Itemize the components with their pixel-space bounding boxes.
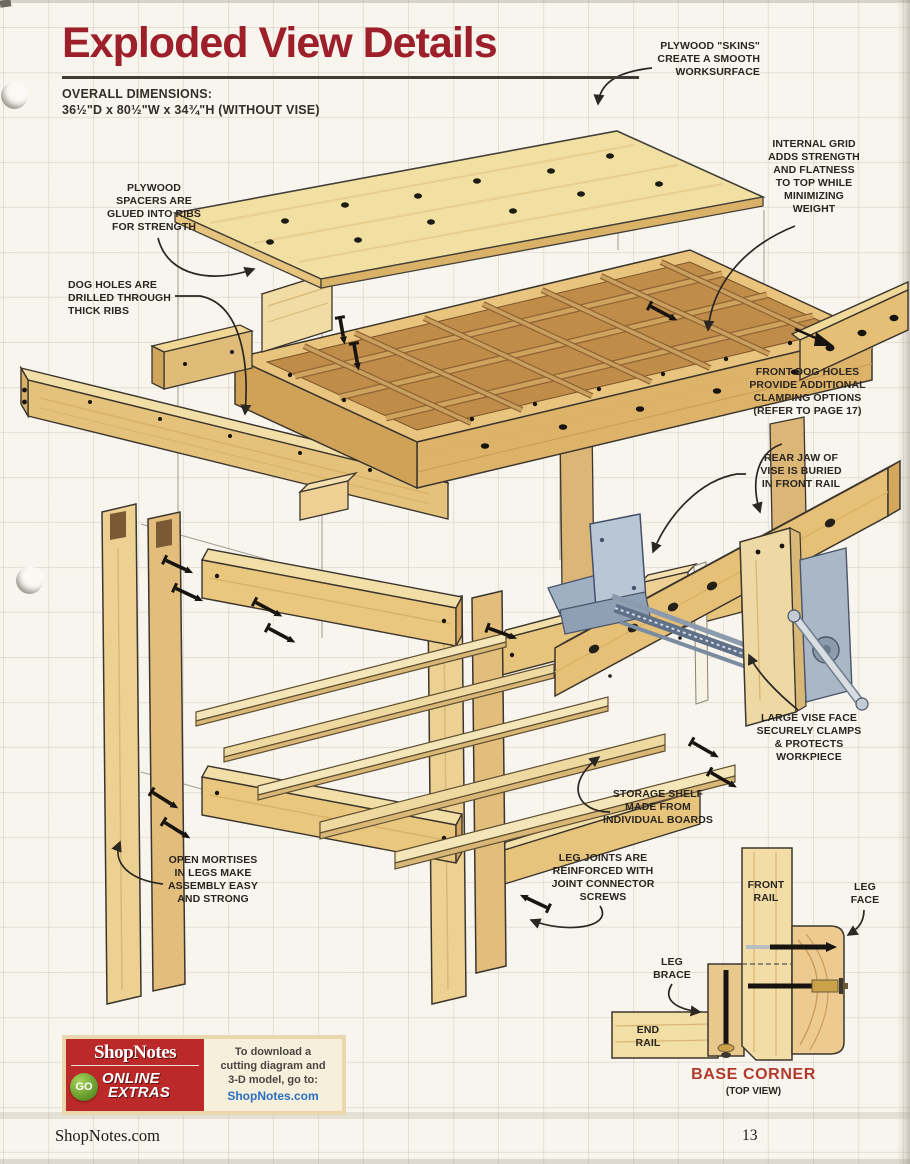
online-label: ONLINE (102, 1070, 160, 1087)
grid-ribs-cross (302, 259, 830, 426)
shopnotes-logo: ShopNotes (71, 1043, 199, 1066)
page-title: Exploded View Details (62, 19, 498, 67)
leader-arrows (111, 67, 865, 1017)
shelf-boards (195, 632, 736, 870)
inset-title: BASE CORNER (691, 1066, 816, 1083)
callout-leg-joints: LEG JOINTS ARE REINFORCED WITH JOINT CON… (551, 852, 655, 904)
vise (547, 513, 869, 727)
title-rule (62, 76, 639, 79)
promo-text: To download a cutting diagram and 3-D mo… (220, 1046, 326, 1086)
vise-face-board (739, 527, 797, 727)
promo-link: ShopNotes.com (227, 1088, 319, 1103)
back-rail-right-end (790, 280, 909, 382)
inset-label-leg-brace: LEG BRACE (653, 956, 691, 982)
lag-screws (147, 300, 834, 914)
online-extras-label: ONLINE EXTRAS (102, 1070, 202, 1102)
scan-band (0, 1112, 910, 1119)
callout-plywood-skins: PLYWOOD "SKINS" CREATE A SMOOTH WORKSURF… (657, 40, 760, 79)
dimensions-value: 36½"D x 80½"W x 34¾"H (WITHOUT VISE) (62, 103, 320, 118)
inset-screws (717, 942, 848, 1058)
overall-dimensions: OVERALL DIMENSIONS: 36½"D x 80½"W x 34¾"… (62, 86, 320, 119)
vise-guide-rod (619, 620, 756, 672)
callout-front-dog-holes: FRONT DOG HOLES PROVIDE ADDITIONAL CLAMP… (749, 366, 866, 418)
promo-text-block: To download a cutting diagram and 3-D mo… (204, 1039, 342, 1111)
inset-label-leg-face: LEG FACE (850, 881, 880, 907)
vise-guide-rod (611, 593, 749, 649)
online-extras-box: ShopNotes GO ONLINE EXTRAS To download a… (62, 1035, 346, 1115)
page-edge-bottom (0, 1159, 910, 1164)
callout-storage-shelf: STORAGE SHELF MADE FROM INDIVIDUAL BOARD… (602, 788, 713, 827)
inset-label-end-rail: END RAIL (635, 1024, 661, 1050)
vise-handle (793, 615, 863, 705)
plywood-top (172, 130, 766, 290)
base-corner-inset (611, 847, 848, 1061)
inset-subtitle: (TOP VIEW) (725, 1086, 782, 1097)
page-edge-top (0, 0, 910, 3)
page-number: 13 (742, 1127, 758, 1144)
grid-screw-holes (287, 340, 800, 449)
callout-rear-jaw: REAR JAW OF VISE IS BURIED IN FRONT RAIL (760, 452, 842, 491)
inset-end-rail (611, 1011, 719, 1059)
inset-label-front-rail: FRONT RAIL (747, 879, 785, 905)
torsion-grid (150, 249, 875, 490)
grid-ribs-long (294, 270, 814, 422)
extras-label: EXTRAS (108, 1084, 171, 1102)
motion-arrow (794, 327, 834, 346)
callout-internal-grid: INTERNAL GRID ADDS STRENGTH AND FLATNESS… (768, 138, 860, 216)
grid-end-cap (150, 324, 254, 391)
binder-hole-icon (16, 567, 43, 594)
callout-large-vise-face: LARGE VISE FACE SECURELY CLAMPS & PROTEC… (756, 712, 862, 764)
dimensions-heading: OVERALL DIMENSIONS: (62, 87, 213, 101)
binder-hole-icon (1, 82, 28, 109)
top-screw-holes (266, 153, 663, 245)
left-legs (101, 503, 186, 1005)
footer-site: ShopNotes.com (55, 1126, 160, 1145)
callout-dog-holes: DOG HOLES ARE DRILLED THROUGH THICK RIBS (68, 279, 171, 318)
shopnotes-logo-panel: ShopNotes GO ONLINE EXTRAS (66, 1039, 204, 1111)
callout-plywood-spacers: PLYWOOD SPACERS ARE GLUED INTO RIBS FOR … (106, 182, 202, 234)
go-badge-icon: GO (70, 1073, 98, 1101)
callout-open-mortises: OPEN MORTISES IN LEGS MAKE ASSEMBLY EASY… (168, 854, 258, 906)
